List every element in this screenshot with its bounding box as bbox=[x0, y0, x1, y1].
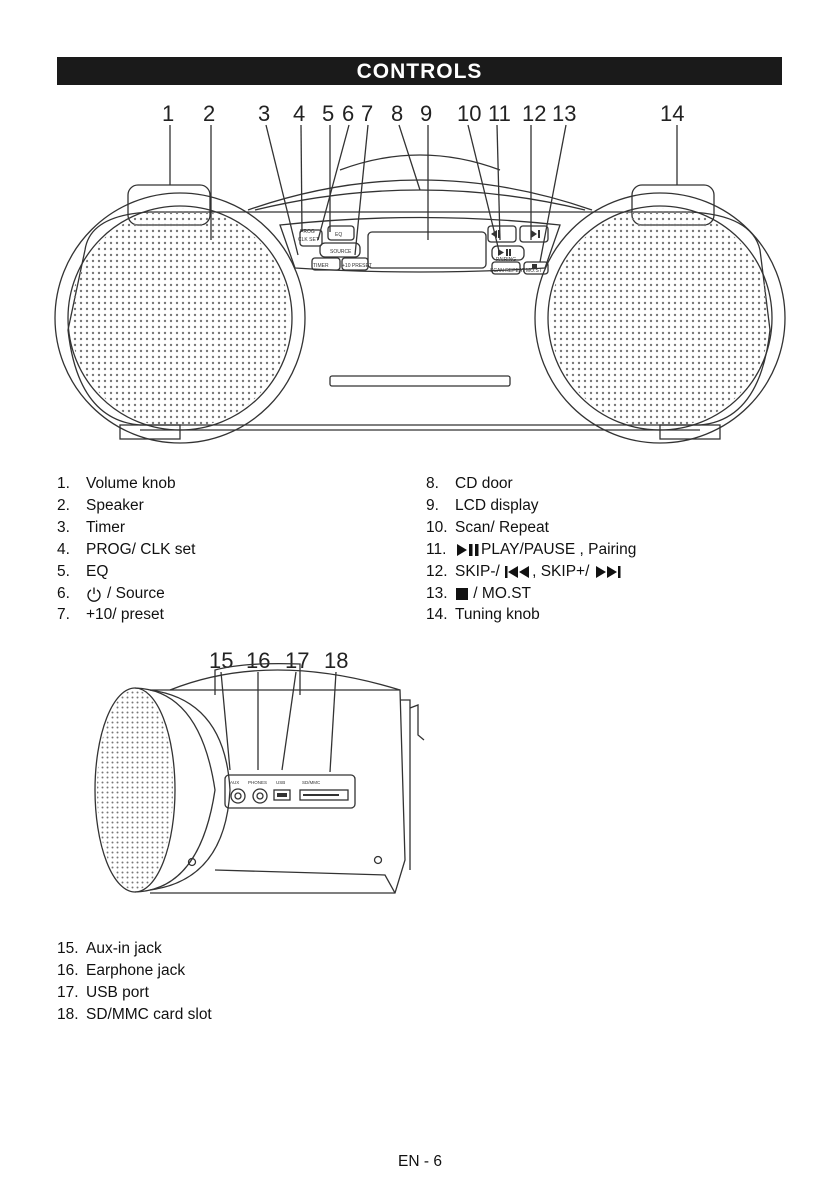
callout-2: 2 bbox=[203, 101, 216, 126]
list-text: Tuning knob bbox=[455, 606, 540, 624]
pairing-label: PAIRING bbox=[496, 257, 516, 263]
list-item: 7. +10/ preset bbox=[57, 604, 195, 626]
list-text: PLAY/PAUSE , Pairing bbox=[481, 540, 637, 558]
callout-16: 16 bbox=[246, 648, 271, 673]
list-number: 3. bbox=[57, 518, 70, 536]
list-item: 2. Speaker bbox=[57, 495, 195, 517]
list-item: 3. Timer bbox=[57, 517, 195, 539]
list-item: 4. PROG/ CLK set bbox=[57, 539, 195, 561]
timer-label: TIMER bbox=[313, 263, 329, 269]
callout-13: 13 bbox=[552, 101, 577, 126]
list-number: 14. bbox=[426, 606, 448, 624]
list-item: 5. EQ bbox=[57, 561, 195, 583]
list-item: 6. / Source bbox=[57, 583, 195, 605]
list-item: 17. USB port bbox=[57, 982, 212, 1004]
sd-port-label: SD/MMC bbox=[302, 780, 321, 785]
callout-12: 12 bbox=[522, 101, 547, 126]
callout-3: 3 bbox=[258, 101, 271, 126]
list-text: SD/MMC card slot bbox=[86, 1005, 212, 1023]
power-icon bbox=[87, 587, 101, 602]
list-item: 16. Earphone jack bbox=[57, 960, 212, 982]
scan-repeat-label: SCAN REPEAT bbox=[490, 268, 525, 274]
list-number: 11. bbox=[426, 540, 447, 558]
list-text: +10/ preset bbox=[86, 606, 164, 624]
list-item: 8. CD door bbox=[426, 473, 636, 495]
play-pause-icon bbox=[457, 543, 479, 556]
clk-set-label: CLK SET bbox=[298, 237, 319, 243]
prog-label: PROG bbox=[300, 229, 315, 235]
callout-7: 7 bbox=[361, 101, 374, 126]
callout-8: 8 bbox=[391, 101, 404, 126]
aux-port-label: AUX bbox=[230, 780, 239, 785]
skip-forward-icon bbox=[595, 565, 621, 578]
stop-icon bbox=[456, 587, 468, 600]
list-text: CD door bbox=[455, 475, 513, 492]
section-title-bar: CONTROLS bbox=[57, 57, 782, 85]
skip-back-icon bbox=[505, 565, 530, 578]
list-number: 13. bbox=[426, 584, 448, 602]
list-text: Volume knob bbox=[86, 475, 176, 492]
list-item: 14. Tuning knob bbox=[426, 604, 636, 626]
phones-port-label: PHONES bbox=[248, 780, 267, 785]
list-text: Earphone jack bbox=[86, 961, 186, 979]
callout-5: 5 bbox=[322, 101, 335, 126]
section-title: CONTROLS bbox=[356, 60, 483, 83]
ports-list: 15. Aux-in jack 16. Earphone jack 17. USB p… bbox=[57, 938, 212, 1026]
front-view-diagram: PROG CLK SET EQ SOURCE TIMER +10 PRESET … bbox=[54, 124, 786, 444]
list-number: 1. bbox=[57, 475, 70, 492]
list-number: 4. bbox=[57, 540, 70, 558]
side-view-diagram: AUX PHONES USB SD/MMC bbox=[94, 662, 425, 894]
list-text: / Source bbox=[107, 584, 165, 602]
list-number: 17. bbox=[57, 983, 79, 1001]
source-label: SOURCE bbox=[330, 249, 352, 255]
list-number: 16. bbox=[57, 961, 79, 979]
callout-11: 11 bbox=[488, 101, 511, 126]
list-text: Speaker bbox=[86, 496, 144, 514]
page-number: EN - 6 bbox=[398, 1153, 442, 1170]
list-number: 18. bbox=[57, 1005, 79, 1023]
list-item: 10. Scan/ Repeat bbox=[426, 517, 636, 539]
callout-18: 18 bbox=[324, 648, 349, 673]
list-number: 15. bbox=[57, 940, 79, 957]
list-text: USB port bbox=[86, 983, 149, 1001]
list-number: 12. bbox=[426, 562, 448, 580]
preset-label: +10 PRESET bbox=[342, 263, 372, 269]
list-number: 10. bbox=[426, 518, 448, 536]
list-item: 1. Volume knob bbox=[57, 473, 195, 495]
list-item: 13. / MO.ST bbox=[426, 583, 636, 605]
callout-9: 9 bbox=[420, 101, 433, 126]
list-item: 9. LCD display bbox=[426, 495, 636, 517]
usb-port-label: USB bbox=[276, 780, 285, 785]
list-text: EQ bbox=[86, 562, 109, 580]
callout-17: 17 bbox=[285, 648, 310, 673]
list-text: Scan/ Repeat bbox=[455, 518, 549, 536]
list-number: 6. bbox=[57, 584, 70, 602]
list-number: 5. bbox=[57, 562, 70, 580]
mo-st-label: MO.ST bbox=[526, 268, 542, 274]
list-text: SKIP-/ bbox=[455, 562, 505, 580]
list-text: Aux-in jack bbox=[86, 940, 162, 957]
list-text: , SKIP+/ bbox=[532, 562, 594, 580]
list-text: PROG/ CLK set bbox=[86, 540, 196, 558]
list-item: 11. PLAY/PAUSE , Pairing bbox=[426, 539, 636, 561]
callout-14: 14 bbox=[660, 101, 685, 126]
list-number: 9. bbox=[426, 496, 439, 514]
list-number: 2. bbox=[57, 496, 70, 514]
callout-6: 6 bbox=[342, 101, 355, 126]
list-number: 7. bbox=[57, 606, 70, 624]
callout-10: 10 bbox=[457, 101, 482, 126]
eq-label: EQ bbox=[335, 232, 342, 238]
callout-1: 1 bbox=[162, 101, 175, 126]
callout-4: 4 bbox=[293, 101, 306, 126]
list-item: 15. Aux-in jack bbox=[57, 938, 212, 960]
list-text: Timer bbox=[86, 518, 126, 536]
list-item: 18. SD/MMC card slot bbox=[57, 1004, 212, 1026]
controls-list-left: 1. Volume knob 2. Speaker 3. Timer 4. PROG/ … bbox=[57, 473, 195, 626]
list-item: 12. SKIP-/ , SKIP+/ bbox=[426, 561, 636, 583]
list-text: / MO.ST bbox=[469, 584, 531, 602]
controls-list-right: 8.CD door 9.LCD display 10.Scan/ Repeat … bbox=[426, 473, 636, 626]
list-number: 8. bbox=[426, 475, 439, 492]
list-text: LCD display bbox=[455, 496, 539, 514]
